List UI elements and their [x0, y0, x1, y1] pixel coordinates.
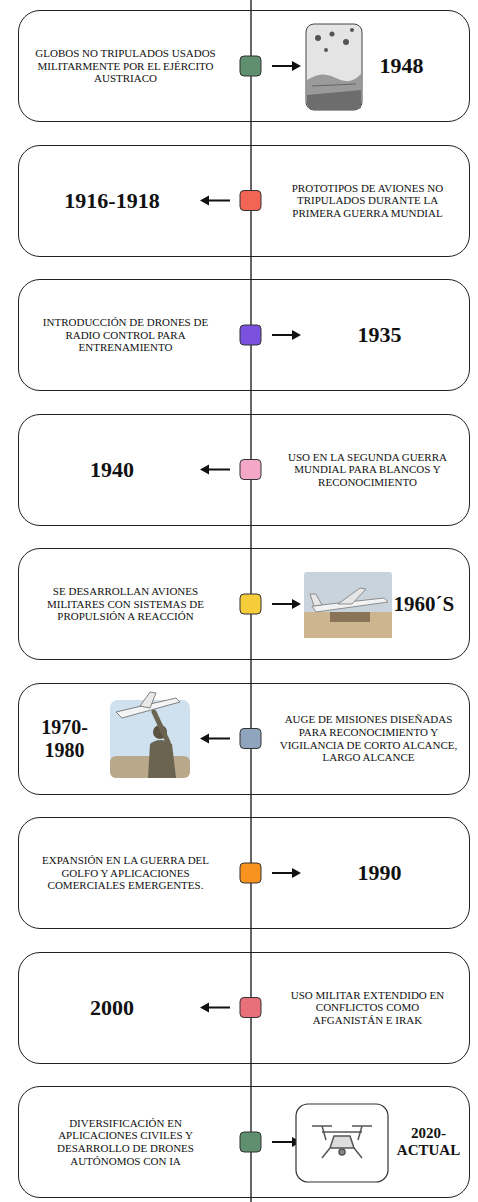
- event-description: EXPANSIÓN EN LA GUERRA DEL GOLFO Y APLIC…: [30, 854, 222, 892]
- event-description: PROTOTIPOS DE AVIONES NO TRIPULADOS DURA…: [283, 182, 453, 220]
- timeline-markers: [240, 56, 261, 1152]
- timeline-box: 1970- 1980 AUGE DE MISIONES DISEÑADAS PAR…: [18, 683, 470, 795]
- timeline-box: DIVERSIFICACIÓN EN APLICACIONES CIVILES …: [18, 1086, 470, 1198]
- year-label: 1916-1918: [30, 188, 195, 213]
- event-description: INTRODUCCIÓN DE DRONES DE RADIO CONTROL …: [30, 316, 222, 354]
- year-label: 1935: [320, 322, 440, 347]
- timeline-box: GLOBOS NO TRIPULADOS USADOS MILITARMENTE…: [18, 10, 470, 122]
- timeline-box: 2000 USO MILITAR EXTENDIDO EN CONFLICTOS …: [18, 952, 470, 1064]
- drone-icon: [296, 1104, 388, 1182]
- timeline-box: EXPANSIÓN EN LA GUERRA DEL GOLFO Y APLIC…: [18, 817, 470, 929]
- timeline-box: INTRODUCCIÓN DE DRONES DE RADIO CONTROL …: [18, 279, 470, 391]
- year-label: 1940: [30, 457, 195, 482]
- event-description: SE DESARROLLAN AVIONES MILITARES CON SIS…: [30, 585, 222, 623]
- event-description: DIVERSIFICACIÓN EN APLICACIONES CIVILES …: [30, 1117, 222, 1168]
- year-label: 2020- ACTUAL: [392, 1125, 466, 1160]
- year-label: 1960´S: [394, 592, 470, 616]
- event-description: AUGE DE MISIONES DISEÑADAS PARA RECONOCI…: [278, 713, 460, 764]
- jet-drone-photo: [304, 572, 392, 638]
- year-label: 1970- 1980: [26, 716, 104, 762]
- event-description: USO EN LA SEGUNDA GUERRA MUNDIAL PARA BL…: [283, 451, 453, 489]
- year-label: 1990: [320, 860, 440, 885]
- balloon-engraving: [306, 24, 362, 110]
- year-label: 2000: [30, 995, 195, 1020]
- timeline-box: 1916-1918 PROTOTIPOS DE AVIONES NO TRIPUL…: [18, 145, 470, 257]
- timeline-arrows: [200, 61, 301, 1147]
- timeline-box: 1940 USO EN LA SEGUNDA GUERRA MUNDIAL PAR…: [18, 414, 470, 526]
- event-description: GLOBOS NO TRIPULADOS USADOS MILITARMENTE…: [30, 47, 222, 85]
- event-description: USO MILITAR EXTENDIDO EN CONFLICTOS COMO…: [283, 989, 453, 1027]
- timeline-box: SE DESARROLLAN AVIONES MILITARES CON SIS…: [18, 548, 470, 660]
- year-label: 1948: [362, 53, 442, 78]
- soldier-drone-photo: [110, 692, 190, 778]
